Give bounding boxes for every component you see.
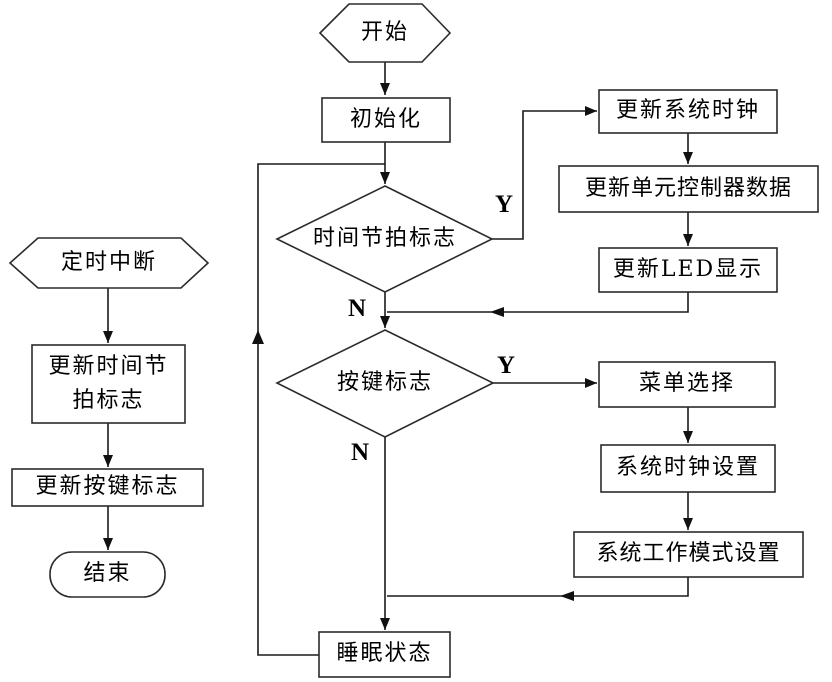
sleep-rect-shape <box>318 631 451 678</box>
update-unit-rect-shape <box>558 165 819 213</box>
connector-modeset-return <box>387 577 689 597</box>
update-led-rect-shape <box>598 247 778 293</box>
mode-setting-rect-shape <box>573 531 804 578</box>
led-return-arrowhead-icon <box>490 307 504 317</box>
connector-tick-yes <box>492 106 597 240</box>
loopback-up-arrowhead-icon <box>252 330 264 344</box>
connector-sleep-loopback <box>257 163 385 656</box>
update-key-rect-shape <box>11 468 204 507</box>
update-clock-rect-shape <box>598 89 778 134</box>
init-rect-shape <box>321 97 451 143</box>
menu-select-rect-shape <box>598 361 776 408</box>
interrupt-hexagon-shape <box>8 237 210 289</box>
clock-setting-rect-shape <box>600 444 776 493</box>
modeset-return-arrowhead-icon <box>560 591 574 601</box>
start-hexagon-shape <box>318 3 452 63</box>
update-tick-rect-shape <box>31 344 186 424</box>
tick-decision-diamond-shape <box>275 185 494 293</box>
connector-led-return <box>387 292 689 313</box>
key-decision-diamond-shape <box>275 329 495 438</box>
end-stadium-shape <box>49 551 166 598</box>
